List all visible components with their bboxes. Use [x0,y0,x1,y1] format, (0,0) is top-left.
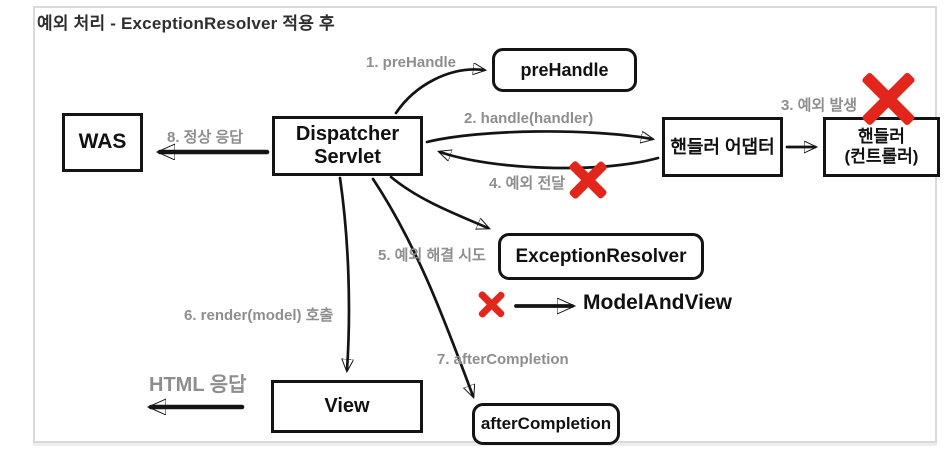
node-handler-line1: 핸들러 [858,127,905,147]
label-step8: 8. 정상 응답 [167,129,244,146]
node-handler-adapter: 핸들러 어댑터 [662,117,783,177]
arrow-step7-aftercompletion [371,177,473,396]
arrow-step5-resolver [389,175,488,228]
label-step4: 4. 예외 전달 [489,175,566,192]
label-html-response: HTML 응답 [149,374,247,396]
x-mark-exception-pass-icon [567,157,610,203]
node-was: WAS [62,113,143,172]
node-dispatcher-line1: Dispatcher [295,123,400,145]
node-view: View [271,380,423,433]
arrow-step1-prehandle [394,69,484,115]
diagram-title: 예외 처리 - ExceptionResolver 적용 후 [37,14,335,33]
node-dispatcher-servlet: Dispatcher Servlet [272,116,423,176]
node-handler-adapter-label: 핸들러 어댑터 [670,136,775,157]
modelandview-text: ModelAndView [583,291,732,314]
x-mark-modelandview-icon [476,288,507,320]
node-aftercompletion-label: afterCompletion [480,414,612,434]
label-step6: 6. render(model) 호출 [184,307,334,324]
node-handler-line2: (컨트롤러) [844,147,919,166]
node-dispatcher-line2: Servlet [314,146,381,168]
label-step5: 5. 예외 해결 시도 [378,247,486,264]
arrow-step2-handle [425,130,652,142]
label-step3: 3. 예외 발생 [781,97,858,114]
node-handler-controller: 핸들러 (컨트롤러) [823,117,940,177]
x-mark-handler-icon [858,71,918,127]
node-prehandle-label: preHandle [520,59,609,80]
node-prehandle: preHandle [492,48,637,92]
node-exception-resolver-label: ExceptionResolver [515,245,687,267]
label-step2: 2. handle(handler) [464,110,594,127]
node-was-label: WAS [78,130,127,154]
node-aftercompletion: afterCompletion [472,403,620,445]
arrow-step4-return [440,152,660,170]
label-step7: 7. afterCompletion [437,351,569,368]
arrow-step6-render [338,176,349,370]
node-view-label: View [324,395,370,417]
node-exception-resolver: ExceptionResolver [498,233,704,280]
label-step1: 1. preHandle [366,54,457,71]
